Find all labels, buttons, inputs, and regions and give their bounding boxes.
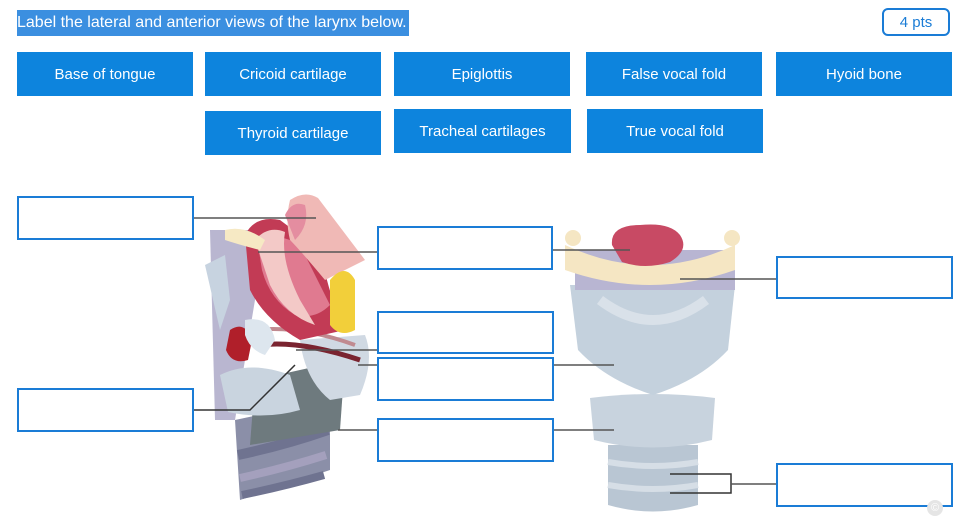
- chip-epiglottis[interactable]: Epiglottis: [394, 52, 570, 96]
- chip-false-vocal-fold[interactable]: False vocal fold: [586, 52, 762, 96]
- drop-zone-1[interactable]: [17, 196, 194, 240]
- drop-zone-8[interactable]: [776, 463, 953, 507]
- drop-zone-4[interactable]: [377, 311, 554, 354]
- drop-zone-3[interactable]: [776, 256, 953, 299]
- lateral-view: [193, 194, 377, 500]
- anterior-view: [553, 224, 777, 512]
- question-prompt: Label the lateral and anterior views of …: [17, 10, 409, 36]
- points-badge: 4 pts: [882, 8, 950, 36]
- chip-cricoid-cartilage[interactable]: Cricoid cartilage: [205, 52, 381, 96]
- chip-base-of-tongue[interactable]: Base of tongue: [17, 52, 193, 96]
- chip-thyroid-cartilage[interactable]: Thyroid cartilage: [205, 111, 381, 155]
- chip-tracheal-cartilages[interactable]: Tracheal cartilages: [394, 109, 571, 153]
- drop-zone-6[interactable]: [17, 388, 194, 432]
- chip-true-vocal-fold[interactable]: True vocal fold: [587, 109, 763, 153]
- copyright-icon: ©: [927, 500, 943, 516]
- drop-zone-7[interactable]: [377, 418, 554, 462]
- drop-zone-2[interactable]: [377, 226, 553, 270]
- chip-hyoid-bone[interactable]: Hyoid bone: [776, 52, 952, 96]
- drop-zone-5[interactable]: [377, 357, 554, 401]
